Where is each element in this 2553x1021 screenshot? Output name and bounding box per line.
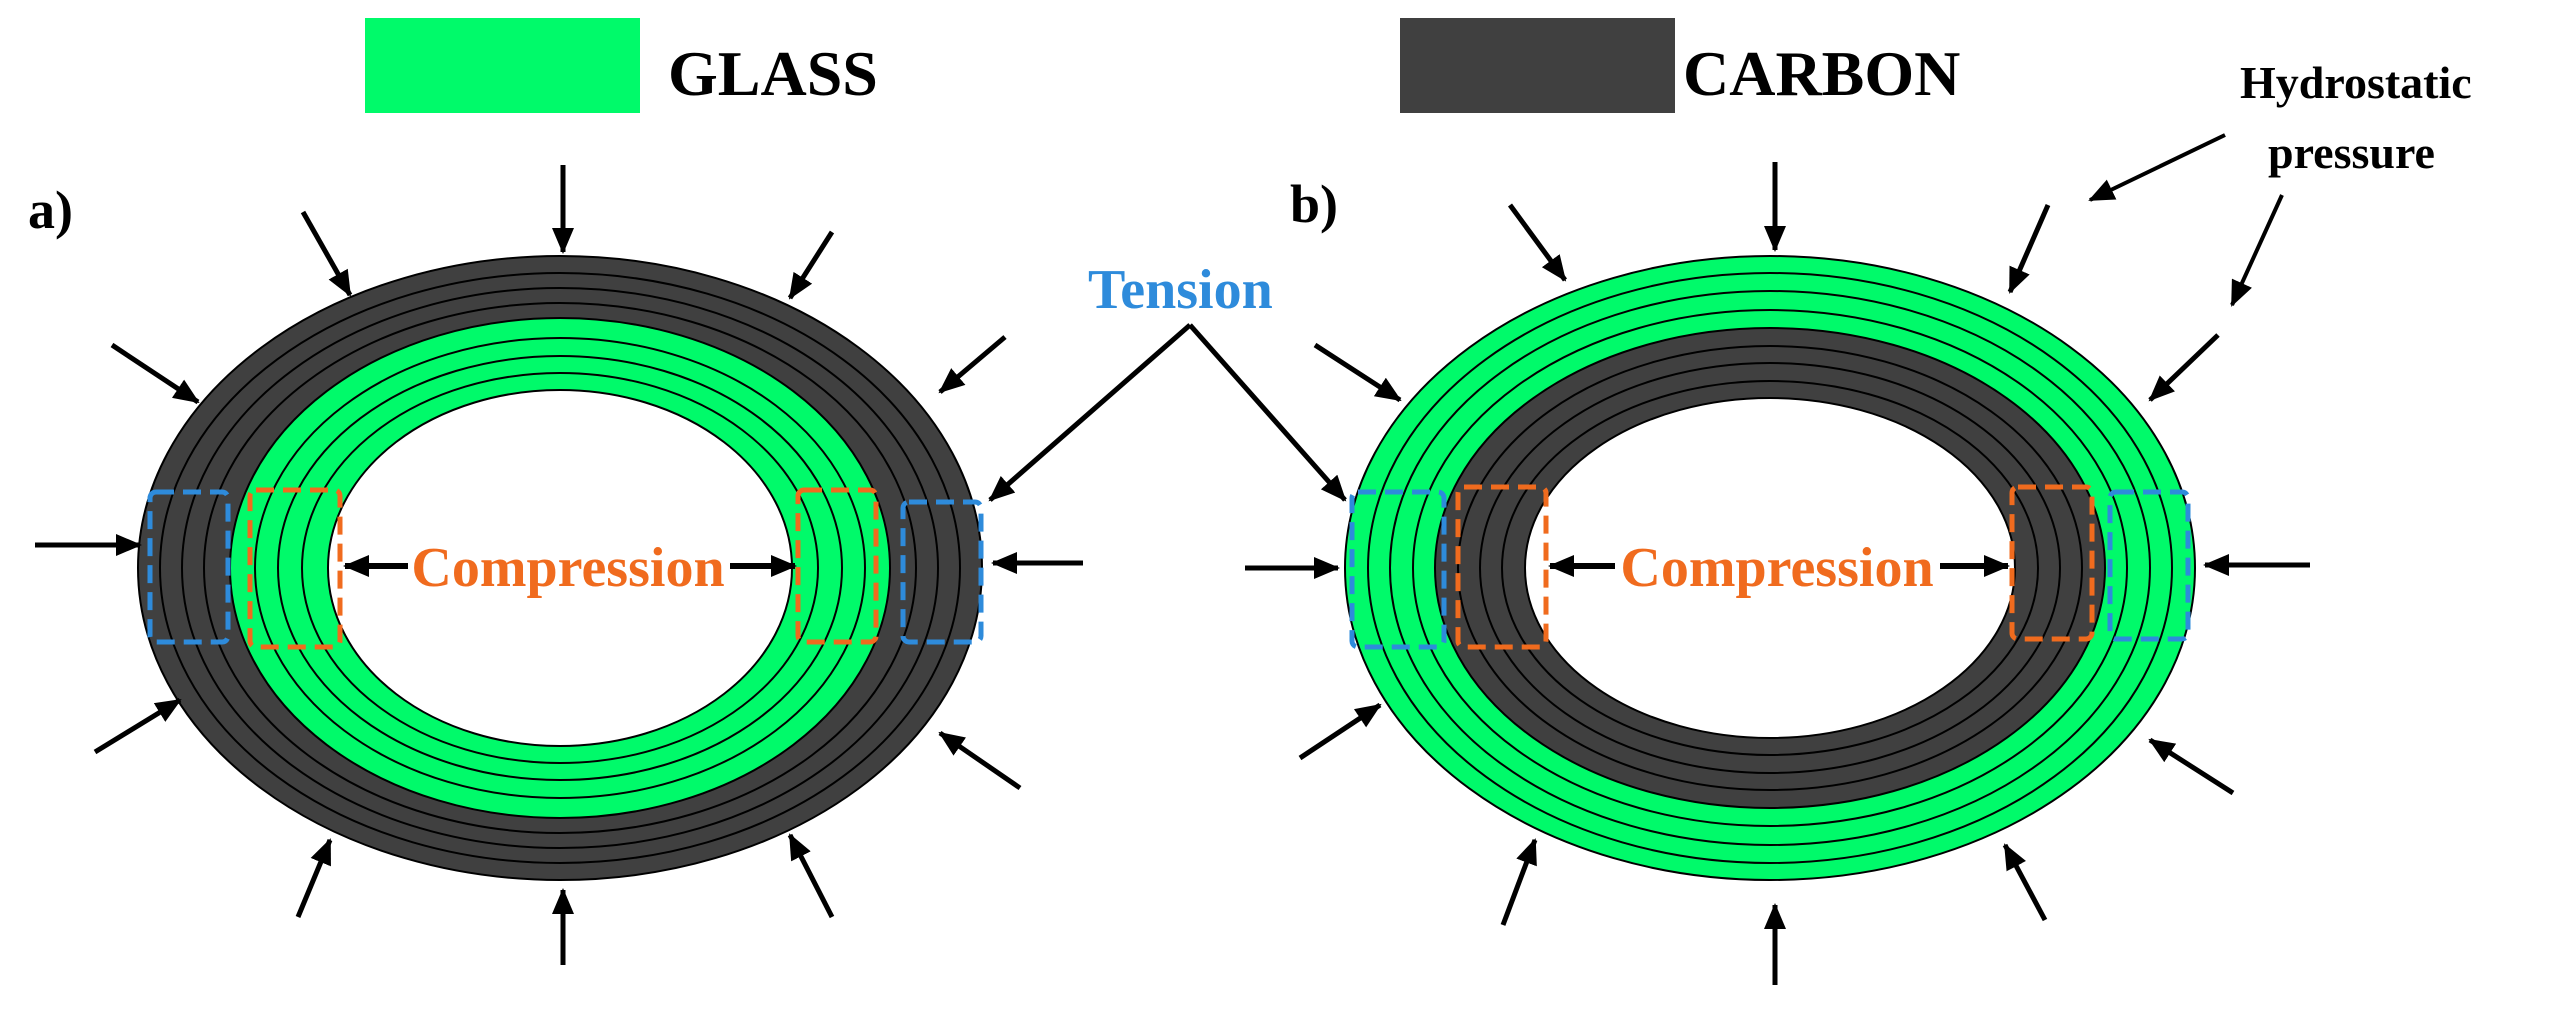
ring-a	[137, 255, 983, 881]
tension-boxes	[147, 489, 2191, 650]
tension-annotation: Tension	[988, 259, 1347, 502]
pressure-arrow	[300, 210, 353, 297]
compression-label-a: Compression	[411, 537, 724, 599]
ring-a-ply-lines	[137, 255, 983, 881]
tension-box-a-left	[147, 489, 231, 645]
legend-swatch-carbon	[1400, 18, 1675, 113]
compression-box-b-left	[1455, 484, 1549, 650]
ring-b-bore	[1524, 397, 2016, 739]
pressure-arrow	[938, 730, 1022, 791]
pressure-arrow	[110, 342, 200, 405]
pressure-arrow	[1507, 203, 1568, 282]
compression-boxes	[247, 484, 2095, 650]
legend-label-glass: GLASS	[668, 38, 878, 109]
pressure-arrows-a	[35, 165, 1083, 965]
compression-annotation-a: Compression	[343, 537, 797, 599]
tension-label: Tension	[1088, 259, 1273, 321]
pressure-arrow	[2007, 203, 2051, 294]
pressure-arrow	[938, 335, 1007, 394]
panel-label-b: b)	[1290, 174, 1338, 234]
legend-swatch-glass	[365, 18, 640, 113]
legend-label-carbon: CARBON	[1683, 38, 1960, 109]
pressure-arrow	[93, 697, 182, 755]
pressure-arrow	[2148, 737, 2235, 796]
hydrostatic-label-line1: Hydrostatic	[2240, 57, 2472, 108]
tension-box-a-right	[900, 499, 984, 645]
legend: GLASS CARBON	[365, 18, 1960, 113]
compression-label-b: Compression	[1620, 537, 1933, 599]
pressure-arrow	[2148, 333, 2220, 402]
pressure-arrow	[1298, 702, 1382, 761]
compression-box-a-left	[247, 487, 343, 650]
panel-label-a: a)	[28, 180, 73, 240]
pressure-arrow	[1500, 838, 1538, 926]
compression-box-b-right	[2009, 484, 2095, 642]
tension-box-b-left	[1349, 489, 1447, 650]
pressure-arrow	[1313, 342, 1402, 403]
compression-box-a-right	[795, 487, 879, 645]
pressure-arrow	[2002, 843, 2048, 922]
hydrostatic-pressure-annotation: Hydrostatic pressure	[2088, 57, 2472, 307]
pressure-arrow	[295, 838, 333, 918]
pressure-arrows-b	[1245, 162, 2310, 985]
pressure-arrow	[787, 230, 835, 300]
tension-box-b-right	[2107, 489, 2191, 642]
compression-annotation-b: Compression	[1548, 537, 2010, 599]
ring-b	[1344, 255, 2196, 881]
ring-b-ply-lines	[1344, 255, 2196, 881]
hydrostatic-label-line2: pressure	[2268, 127, 2435, 178]
pressure-arrow	[787, 833, 835, 919]
